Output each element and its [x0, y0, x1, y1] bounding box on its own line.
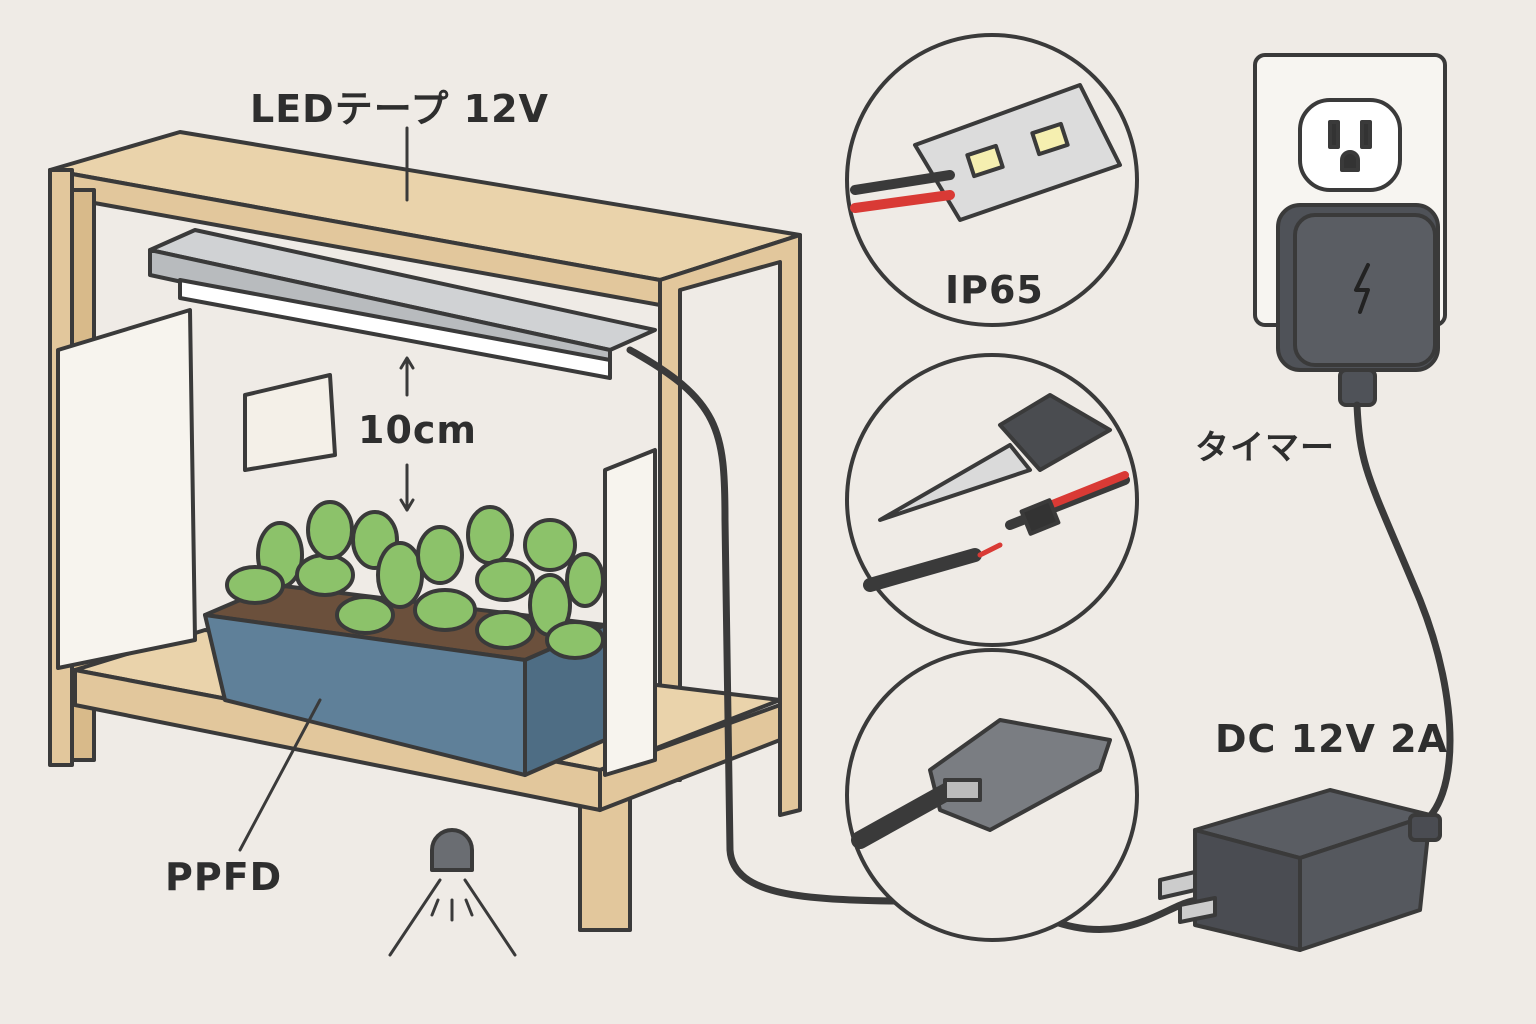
ppfd-label: PPFD	[165, 855, 283, 899]
timer-label: タイマー	[1195, 428, 1335, 468]
distance-label: 10cm	[358, 408, 478, 452]
seedlings	[225, 500, 605, 660]
ppfd-sensor-icon	[388, 828, 517, 957]
detail-circle-crimp	[845, 648, 1139, 942]
detail-circle-ip65	[845, 33, 1139, 327]
led-light-bar	[148, 228, 657, 380]
timer-plug	[1276, 203, 1440, 407]
led-cable	[626, 346, 1204, 934]
led-tape-label: LEDテープ 12V	[250, 87, 549, 131]
power-supply-label: DC 12V 2A	[1215, 717, 1449, 761]
distance-arrow	[399, 356, 415, 512]
timer-cable	[1353, 401, 1454, 829]
ppfd-leader-line	[238, 698, 322, 852]
power-adapter	[1158, 788, 1442, 952]
reflector-panel-left	[56, 308, 197, 670]
ip65-label: IP65	[945, 268, 1044, 312]
reflector-panel-right	[603, 448, 657, 777]
detail-circle-soldering	[845, 353, 1139, 647]
